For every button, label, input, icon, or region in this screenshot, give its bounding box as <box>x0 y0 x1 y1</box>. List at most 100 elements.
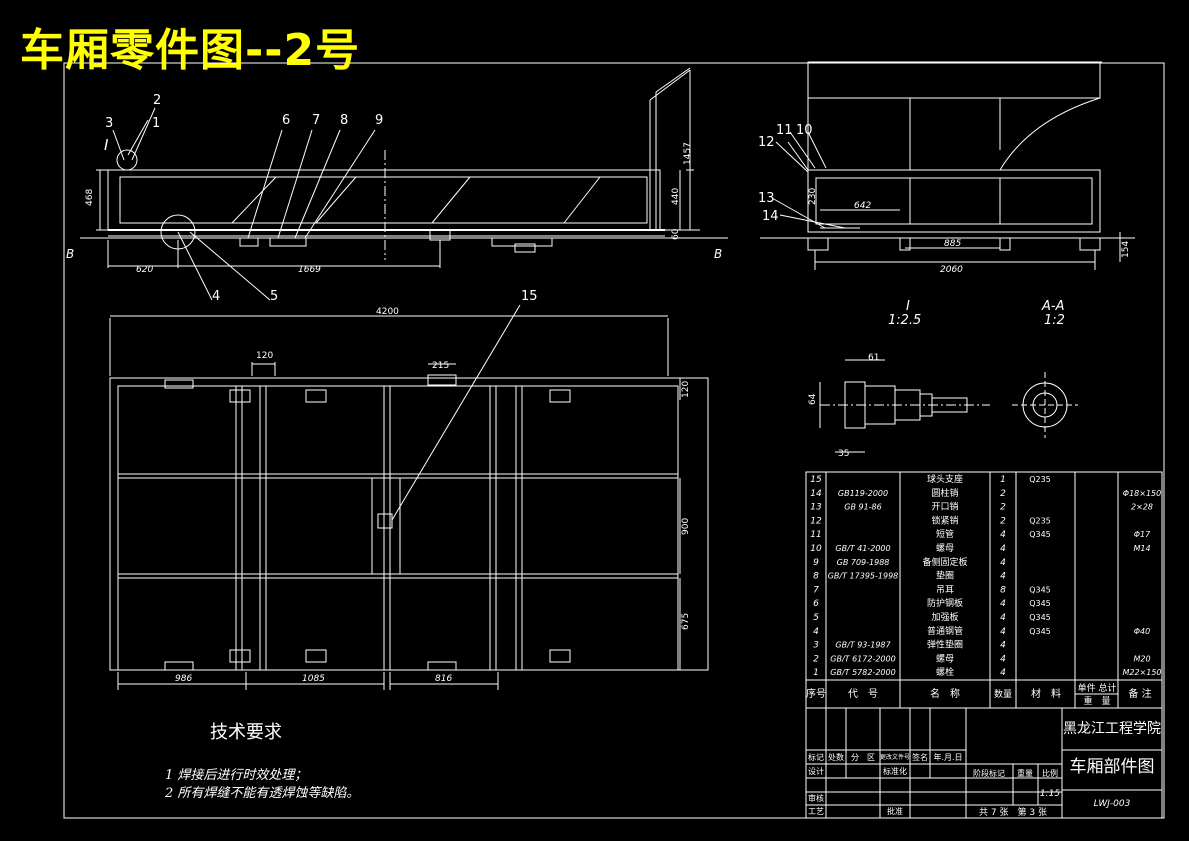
dim-675: 675 <box>681 613 691 630</box>
dim-4200: 4200 <box>376 307 399 317</box>
title-block-sheets: 共 7 张 第 3 张 <box>979 806 1047 818</box>
dim-1457: 1457 <box>683 142 693 165</box>
dim-816: 816 <box>435 674 452 684</box>
table-cell-material: Q345 <box>1029 627 1051 636</box>
part-balloon-5: 5 <box>270 289 278 304</box>
dim-1085: 1085 <box>302 674 325 684</box>
tb-label-design: 设计 <box>808 766 824 776</box>
table-cell-qty: 4 <box>1000 641 1006 651</box>
table-cell-no: 2 <box>813 654 819 664</box>
table-cell-name: 开口销 <box>931 501 958 513</box>
part-balloon-10: 10 <box>796 123 813 138</box>
title-block-school: 黑龙江工程学院 <box>1063 721 1161 737</box>
table-cell-name: 防护钢板 <box>927 597 963 609</box>
requirements-title: 技术要求 <box>210 722 282 743</box>
table-cell-no: 6 <box>813 599 819 609</box>
dim-154: 154 <box>1121 241 1131 258</box>
tb-label-approve: 批准 <box>887 806 903 816</box>
table-header-no: 序号 <box>806 687 826 700</box>
detail-i-view <box>819 359 990 453</box>
table-cell-no: 10 <box>810 544 822 554</box>
table-cell-no: 9 <box>813 558 819 568</box>
part-balloon-1: 1 <box>152 116 160 131</box>
tb-label-process: 工艺 <box>808 807 824 816</box>
table-cell-no: 13 <box>810 503 822 513</box>
section-aa-scale: 1:2 <box>1044 313 1065 328</box>
tb-label-sign: 签名 <box>912 752 928 762</box>
table-cell-material: Q235 <box>1029 475 1051 484</box>
part-balloon-9: 9 <box>375 113 383 128</box>
part-balloon-15: 15 <box>521 289 538 304</box>
table-cell-no: 11 <box>810 530 821 540</box>
table-cell-code: GB119-2000 <box>838 489 888 498</box>
requirement-item: 1 焊接后进行时效处理； <box>165 768 308 783</box>
dim-61: 61 <box>868 353 879 363</box>
detail-i-scale: 1:2.5 <box>888 313 921 328</box>
table-cell-name: 螺母 <box>936 653 954 664</box>
table-cell-remark: Φ40 <box>1134 627 1150 636</box>
table-cell-material: Q345 <box>1029 613 1051 622</box>
table-cell-qty: 2 <box>1000 503 1006 513</box>
table-cell-material: Q235 <box>1029 516 1051 525</box>
part-balloon-2: 2 <box>153 93 161 108</box>
section-letter-b-left: B <box>66 247 74 261</box>
table-cell-no: 15 <box>810 475 822 485</box>
table-cell-name: 备侧固定板 <box>922 556 967 568</box>
section-aa-title: A-A <box>1041 299 1064 314</box>
table-cell-no: 1 <box>813 668 819 678</box>
tb-label-mark: 标记 <box>808 752 824 762</box>
dim-60: 60 <box>671 228 681 240</box>
part-balloon-3: 3 <box>105 116 113 131</box>
part-balloon-14: 14 <box>762 209 779 224</box>
table-cell-qty: 8 <box>1000 585 1006 595</box>
table-header-qty: 数量 <box>994 688 1012 700</box>
title-block-drawing-no: LWJ-003 <box>1094 799 1131 809</box>
table-cell-material: Q345 <box>1029 530 1051 539</box>
table-cell-code: GB 709-1988 <box>837 558 890 567</box>
table-cell-remark: Φ17 <box>1134 530 1151 539</box>
table-header-remark: 备 注 <box>1128 687 1151 700</box>
section-letter-b-right: B <box>714 247 722 261</box>
table-cell-qty: 4 <box>1000 558 1006 568</box>
dim-440: 440 <box>671 188 681 205</box>
table-cell-name: 螺母 <box>936 543 954 554</box>
part-balloon-6: 6 <box>282 113 290 128</box>
title-block-grid <box>805 707 1163 819</box>
sheet-border <box>63 62 1165 819</box>
table-cell-remark: Φ18×150 <box>1123 489 1161 498</box>
tb-label-date: 年.月.日 <box>933 752 962 762</box>
tb-label-ratio: 比例 <box>1042 768 1058 778</box>
dim-1669: 1669 <box>298 265 321 275</box>
table-cell-remark: 2×28 <box>1131 503 1153 512</box>
table-cell-qty: 4 <box>1000 572 1006 582</box>
table-cell-material: Q345 <box>1029 585 1051 594</box>
section-mark-i: I <box>104 136 109 154</box>
table-cell-qty: 4 <box>1000 654 1006 664</box>
dim-986: 986 <box>175 674 192 684</box>
dim-900: 900 <box>681 518 691 535</box>
table-header-weight-sub: 重 量 <box>1083 695 1110 707</box>
table-cell-no: 8 <box>813 572 819 582</box>
table-cell-name: 圆柱销 <box>931 487 958 499</box>
table-cell-material: Q345 <box>1029 599 1051 608</box>
table-cell-no: 14 <box>810 489 822 499</box>
table-cell-remark: M20 <box>1133 654 1150 663</box>
table-cell-qty: 4 <box>1000 599 1006 609</box>
dim-2060: 2060 <box>940 265 963 275</box>
table-cell-name: 球头支座 <box>927 473 963 485</box>
title-block-scale: 1:15 <box>1040 789 1060 799</box>
dim-120-side: 120 <box>681 381 691 398</box>
dim-215: 215 <box>432 361 449 371</box>
dim-885: 885 <box>944 239 961 249</box>
part-balloon-12: 12 <box>758 135 775 150</box>
table-cell-code: GB 91-86 <box>844 503 881 512</box>
part-balloon-11: 11 <box>776 123 793 138</box>
table-cell-name: 加强板 <box>931 611 958 623</box>
table-cell-name: 螺栓 <box>936 666 954 678</box>
section-aa-view <box>1012 372 1078 438</box>
dim-64: 64 <box>808 393 818 405</box>
table-cell-code: GB/T 93-1987 <box>835 641 891 650</box>
dim-468: 468 <box>85 189 95 206</box>
tb-label-zone: 分 区 <box>851 753 875 762</box>
